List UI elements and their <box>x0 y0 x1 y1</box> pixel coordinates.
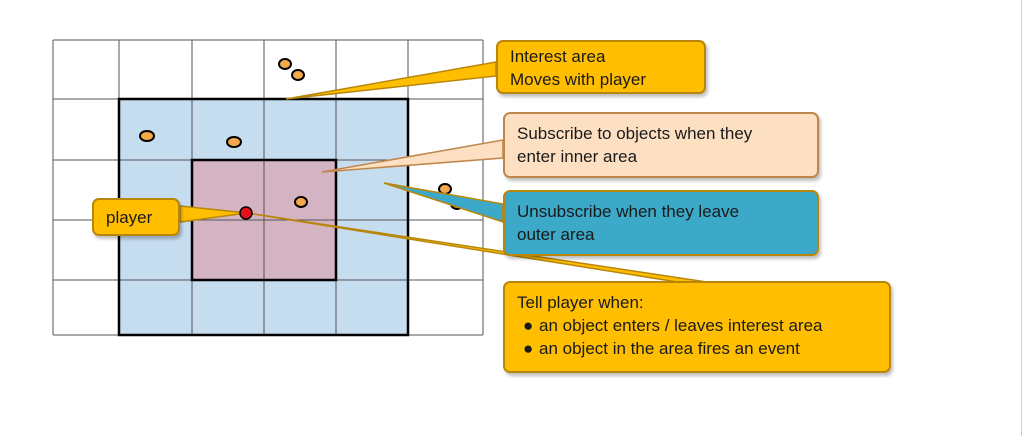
tell-player-callout: Tell player when: ● an object enters / l… <box>503 281 891 373</box>
callout-line: Interest area <box>510 47 606 66</box>
object-marker <box>278 58 292 70</box>
callout-line: enter inner area <box>517 147 638 166</box>
object-marker <box>139 130 155 142</box>
player-marker <box>239 206 253 220</box>
interest-area-callout: Interest area Moves with player <box>496 40 706 94</box>
player-callout-pointer <box>179 205 248 223</box>
unsubscribe-callout: Unsubscribe when they leave outer area <box>503 190 819 256</box>
object-marker <box>226 136 242 148</box>
callout-line: Subscribe to objects when they <box>517 124 753 143</box>
callout-line: outer area <box>517 225 595 244</box>
edge-line <box>1021 0 1022 436</box>
bullet-dot-icon: ● <box>523 339 534 358</box>
callout-line: Moves with player <box>510 70 647 89</box>
interest-callout-pointer <box>285 61 497 100</box>
player-callout: player <box>92 198 180 236</box>
object-marker <box>294 196 308 208</box>
subscribe-callout: Subscribe to objects when they enter inn… <box>503 112 819 178</box>
callout-heading: Tell player when: <box>517 293 644 312</box>
bullet-text: an object enters / leaves interest area <box>539 316 823 335</box>
object-marker <box>291 69 305 81</box>
bullet-dot-icon: ● <box>523 316 534 335</box>
bullet-text: an object in the area fires an event <box>539 339 800 358</box>
callout-line: Unsubscribe when they leave <box>517 202 740 221</box>
callout-bullet: ● an object in the area fires an event <box>517 337 877 360</box>
callout-bullet: ● an object enters / leaves interest are… <box>517 314 877 337</box>
player-label: player <box>106 208 153 227</box>
